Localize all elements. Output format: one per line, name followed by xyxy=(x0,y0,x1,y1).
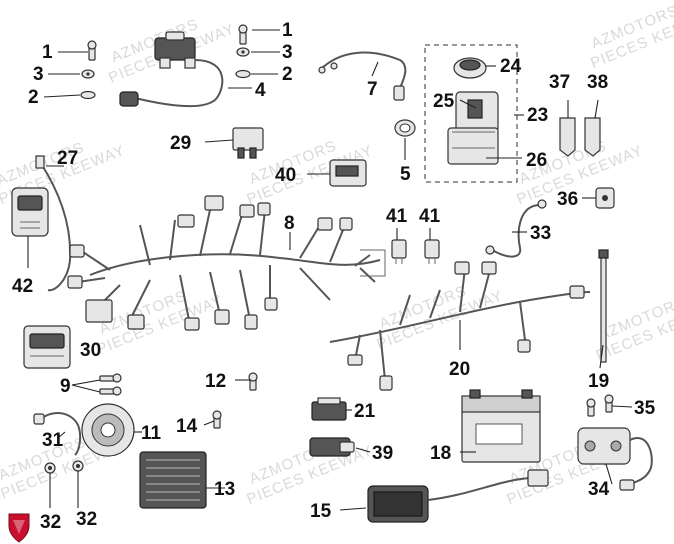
callout-21: 21 xyxy=(354,401,376,422)
bolt-14 xyxy=(212,410,222,429)
regulator-13 xyxy=(139,451,207,509)
callout-41: 41 xyxy=(386,206,408,227)
callout-11: 11 xyxy=(141,423,162,444)
callout-20: 20 xyxy=(449,359,470,380)
callout-36: 36 xyxy=(557,189,578,210)
callout-7: 7 xyxy=(367,79,378,100)
callout-2: 2 xyxy=(282,64,293,85)
callout-12: 12 xyxy=(205,371,226,392)
starter-relay-34 xyxy=(577,427,653,491)
callout-35: 35 xyxy=(634,398,656,419)
screws-9 xyxy=(99,373,122,396)
cable-tie xyxy=(598,249,609,363)
sensor-cable xyxy=(318,51,407,101)
callout-31: 31 xyxy=(42,430,64,451)
callout-8: 8 xyxy=(284,213,295,234)
callout-1: 1 xyxy=(282,20,293,41)
terminal-bolt xyxy=(595,187,615,209)
callout-27: 27 xyxy=(57,148,78,169)
callout-29: 29 xyxy=(170,133,191,154)
relay-41-left xyxy=(391,239,407,264)
callout-14: 14 xyxy=(176,416,198,437)
bolt-washer-set-right xyxy=(235,24,251,79)
callout-34: 34 xyxy=(588,479,610,500)
stator-11 xyxy=(81,403,135,457)
callout-40: 40 xyxy=(275,165,296,186)
relay-29 xyxy=(232,127,264,159)
callout-19: 19 xyxy=(588,371,609,392)
flasher-30 xyxy=(23,325,71,369)
ignition-switch-group xyxy=(424,44,518,183)
callout-38: 38 xyxy=(587,72,608,93)
battery xyxy=(461,389,541,463)
control-unit-15 xyxy=(367,469,549,523)
callout-13: 13 xyxy=(214,479,235,500)
callout-9: 9 xyxy=(60,376,71,397)
bolt-washer-set-left xyxy=(80,40,97,100)
callout-23: 23 xyxy=(527,105,548,126)
relay-41-right xyxy=(424,239,440,264)
nut-32-right xyxy=(72,460,84,472)
callout-39: 39 xyxy=(372,443,393,464)
callout-41: 41 xyxy=(419,206,441,227)
callout-32: 32 xyxy=(40,512,61,533)
callout-18: 18 xyxy=(430,443,451,464)
cdi-unit-42 xyxy=(11,155,72,292)
callout-42: 42 xyxy=(12,276,33,297)
callout-30: 30 xyxy=(80,340,101,361)
relay-40 xyxy=(329,159,367,187)
secondary-harness xyxy=(329,261,591,391)
callout-37: 37 xyxy=(549,72,570,93)
callout-5: 5 xyxy=(400,164,411,185)
main-wiring-harness xyxy=(67,195,386,331)
shield-logo xyxy=(8,513,30,543)
callout-1: 1 xyxy=(42,42,53,63)
ground-cable xyxy=(485,199,547,258)
callout-15: 15 xyxy=(310,501,332,522)
callout-labels: 1 3 2 1 3 2 4 7 24 25 23 26 37 38 29 5 2… xyxy=(12,20,656,533)
ignition-coil xyxy=(119,31,224,108)
callout-4: 4 xyxy=(255,80,266,101)
nut-32-left xyxy=(44,462,56,474)
callout-3: 3 xyxy=(33,64,44,85)
callout-33: 33 xyxy=(530,223,551,244)
module-39 xyxy=(309,437,355,457)
bushing xyxy=(394,119,416,137)
callout-24: 24 xyxy=(500,56,522,77)
callout-26: 26 xyxy=(526,150,547,171)
pickup-cable-31 xyxy=(33,412,82,456)
callout-3: 3 xyxy=(282,42,293,63)
callout-2: 2 xyxy=(28,87,39,108)
clip-pair xyxy=(559,117,601,157)
callout-32: 32 xyxy=(76,509,97,530)
module-21 xyxy=(311,397,347,421)
leader-lines xyxy=(27,29,633,511)
bolts-35 xyxy=(586,394,614,417)
bolt-12 xyxy=(248,372,258,391)
callout-25: 25 xyxy=(433,91,455,112)
